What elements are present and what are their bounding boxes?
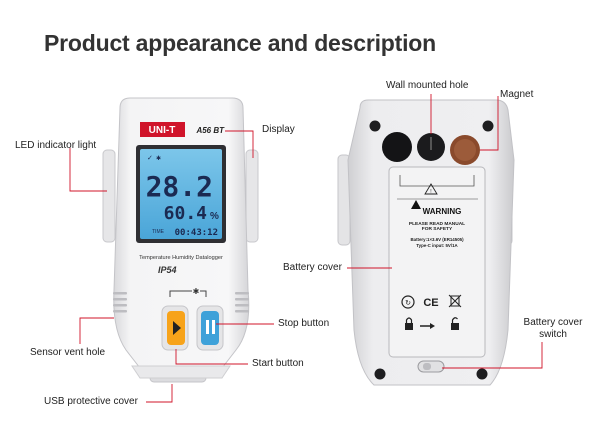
sensor-vent-right — [235, 292, 249, 313]
typec-spec: Type-C input: 5V/1A — [416, 243, 458, 248]
stop-button[interactable] — [201, 311, 219, 345]
brand-logo — [140, 122, 185, 137]
screw-bottom-left — [374, 368, 386, 380]
warning-triangle-icon — [424, 183, 438, 195]
battery-cover[interactable] — [388, 166, 486, 358]
svg-text:!: ! — [430, 189, 431, 195]
callout-battery-switch-line2: switch — [539, 329, 567, 340]
bluetooth-bracket — [169, 290, 192, 297]
ip-rating-label: IP54 — [158, 265, 177, 275]
front-side-grip-right — [245, 149, 259, 243]
lcd-humidity: 60.4 — [164, 203, 208, 224]
lcd-display — [140, 149, 222, 239]
recycle-icon — [401, 295, 415, 309]
lock-icon — [405, 323, 413, 330]
warning-text-1: PLEASE READ MANUAL — [409, 221, 465, 227]
play-icon — [173, 321, 181, 335]
warning-icon-small — [411, 200, 421, 209]
lcd-bluetooth-icon: ✱ — [156, 155, 161, 162]
pause-icon — [206, 320, 209, 334]
model-label: A56 BT — [195, 126, 225, 135]
callout-stop-button: Stop button — [278, 318, 330, 329]
callout-wall-hole: Wall mounted hole — [386, 80, 469, 91]
screw-top-left — [369, 120, 381, 132]
callout-battery-switch: Battery cover switch — [516, 317, 590, 341]
weee-bin-icon — [448, 294, 462, 308]
lcd-check-icon: ✓ — [147, 155, 153, 162]
lcd-time-label: TIME — [152, 229, 165, 235]
callout-start-button: Start button — [252, 358, 304, 369]
sensor-vent-left — [113, 292, 127, 313]
callout-display: Display — [262, 124, 295, 135]
front-side-grip-left — [102, 149, 116, 243]
callout-battery-switch-line1: Battery cover — [523, 317, 583, 328]
warning-title: WARNING — [423, 207, 462, 216]
screw-bottom-right — [476, 368, 488, 380]
warning-text-2: FOR SAFETY — [422, 226, 453, 232]
callout-usb-cover: USB protective cover — [44, 396, 138, 407]
battery-spec: Battery:1×3.6V (ER14505) — [410, 237, 464, 242]
back-round-recess — [382, 132, 412, 162]
brand-label: UNI-T — [149, 125, 176, 136]
bluetooth-icon: ✱ — [193, 287, 200, 296]
lcd-time-value: 00:43:12 — [175, 228, 218, 238]
product-line-label: Temperature Humidity Datalogger — [139, 255, 223, 261]
page-title: Product appearance and description — [44, 30, 436, 56]
callout-sensor-vent: Sensor vent hole — [30, 347, 106, 358]
lcd-humidity-unit: % — [210, 211, 219, 222]
callout-lines — [69, 94, 543, 403]
unlock-icon — [451, 323, 459, 330]
screw-top-right — [482, 120, 494, 132]
callout-led-indicator: LED indicator light — [15, 140, 97, 151]
lcd-temperature: 28.2 — [146, 170, 213, 203]
callout-battery-cover: Battery cover — [283, 262, 342, 273]
callout-magnet: Magnet — [500, 89, 534, 100]
ce-mark: CE — [423, 297, 438, 309]
svg-text:↻: ↻ — [405, 300, 411, 307]
